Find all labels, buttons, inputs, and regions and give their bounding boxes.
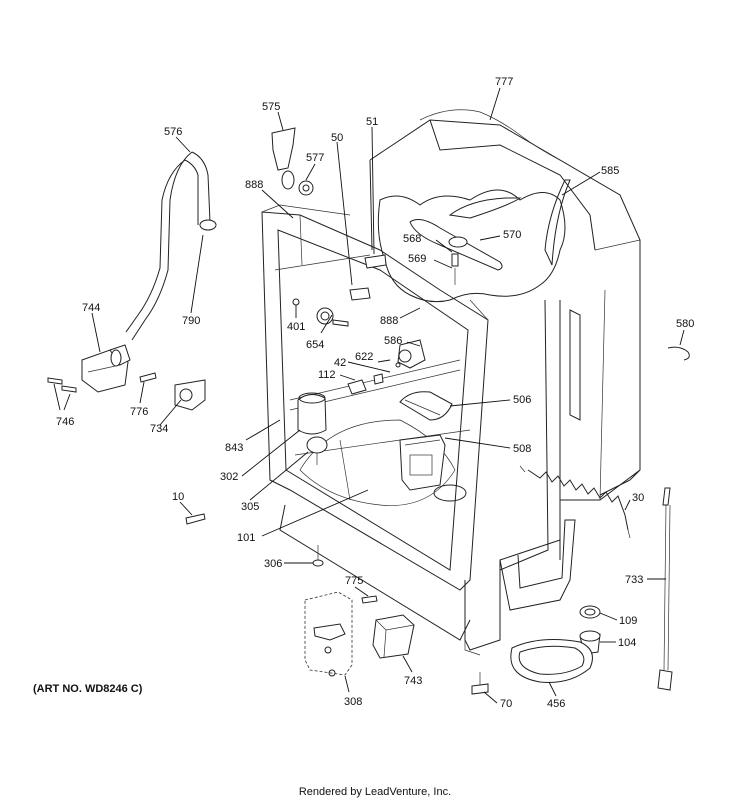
callout-733: 733 bbox=[625, 574, 643, 586]
callout-622: 622 bbox=[355, 351, 373, 363]
callout-508: 508 bbox=[513, 443, 531, 455]
part-570-spray-arm bbox=[409, 197, 522, 271]
part-743-box bbox=[372, 614, 415, 659]
part-10-screw bbox=[185, 513, 206, 525]
callout-575: 575 bbox=[262, 101, 280, 113]
part-70-leg bbox=[471, 672, 489, 695]
callout-401: 401 bbox=[287, 321, 305, 333]
callout-888-mid: 888 bbox=[380, 315, 398, 327]
callout-586: 586 bbox=[384, 335, 402, 347]
base-frame bbox=[279, 504, 576, 656]
callout-51: 51 bbox=[366, 116, 378, 128]
callout-577: 577 bbox=[306, 152, 324, 164]
callout-10: 10 bbox=[172, 491, 184, 503]
callout-888-top: 888 bbox=[245, 179, 263, 191]
callout-308: 308 bbox=[344, 696, 362, 708]
part-775-screw bbox=[361, 595, 378, 604]
callout-306: 306 bbox=[264, 558, 282, 570]
callout-569: 569 bbox=[408, 253, 426, 265]
callout-775: 775 bbox=[345, 575, 363, 587]
callout-305: 305 bbox=[241, 501, 259, 513]
part-302-305 bbox=[297, 392, 328, 465]
part-744-valve bbox=[81, 344, 131, 393]
part-508-filter bbox=[399, 434, 446, 491]
part-746-screws bbox=[47, 377, 77, 393]
art-number-caption: (ART NO. WD8246 C) bbox=[33, 683, 143, 695]
part-456-gasket bbox=[510, 639, 593, 683]
callout-109: 109 bbox=[619, 615, 637, 627]
callout-30: 30 bbox=[632, 492, 644, 504]
callout-580: 580 bbox=[676, 318, 694, 330]
callout-50: 50 bbox=[331, 132, 343, 144]
callout-776: 776 bbox=[130, 406, 148, 418]
part-506-dispenser bbox=[399, 391, 453, 421]
callout-843: 843 bbox=[225, 442, 243, 454]
callout-790: 790 bbox=[182, 315, 200, 327]
callout-777: 777 bbox=[495, 76, 513, 88]
part-580-clip bbox=[667, 346, 690, 361]
callout-734: 734 bbox=[150, 423, 168, 435]
leader-lines bbox=[53, 87, 685, 704]
callout-101: 101 bbox=[237, 532, 255, 544]
part-586-622-42-112 bbox=[347, 339, 426, 395]
rendered-by-footer: Rendered by LeadVenture, Inc. bbox=[299, 786, 451, 798]
callout-568: 568 bbox=[403, 233, 421, 245]
top-rim bbox=[377, 109, 566, 303]
callout-585: 585 bbox=[601, 165, 619, 177]
part-576-hose bbox=[125, 151, 217, 341]
part-30-spring bbox=[519, 465, 631, 539]
part-734-switch bbox=[174, 379, 206, 411]
part-568-569 bbox=[451, 253, 459, 285]
callout-654: 654 bbox=[306, 339, 324, 351]
part-776-screw bbox=[139, 372, 157, 383]
callout-570: 570 bbox=[503, 229, 521, 241]
part-50-51 bbox=[349, 254, 387, 301]
part-308-hinge bbox=[304, 591, 353, 677]
callout-746: 746 bbox=[56, 416, 74, 428]
callout-576: 576 bbox=[164, 126, 182, 138]
part-575-577 bbox=[271, 127, 314, 196]
callout-42: 42 bbox=[334, 357, 346, 369]
part-733-cable bbox=[657, 487, 673, 691]
callout-506: 506 bbox=[513, 394, 531, 406]
tub-body bbox=[369, 119, 641, 651]
callout-743: 743 bbox=[404, 675, 422, 687]
part-585-shape bbox=[544, 179, 571, 266]
door-frame bbox=[261, 204, 489, 591]
callout-70: 70 bbox=[500, 698, 512, 710]
callout-744: 744 bbox=[82, 302, 100, 314]
callout-112: 112 bbox=[318, 369, 336, 381]
callout-456: 456 bbox=[547, 698, 565, 710]
callout-302: 302 bbox=[220, 471, 238, 483]
callout-104: 104 bbox=[618, 637, 636, 649]
callout-labels: 777 575 576 577 50 51 585 888 568 570 56… bbox=[56, 76, 694, 710]
